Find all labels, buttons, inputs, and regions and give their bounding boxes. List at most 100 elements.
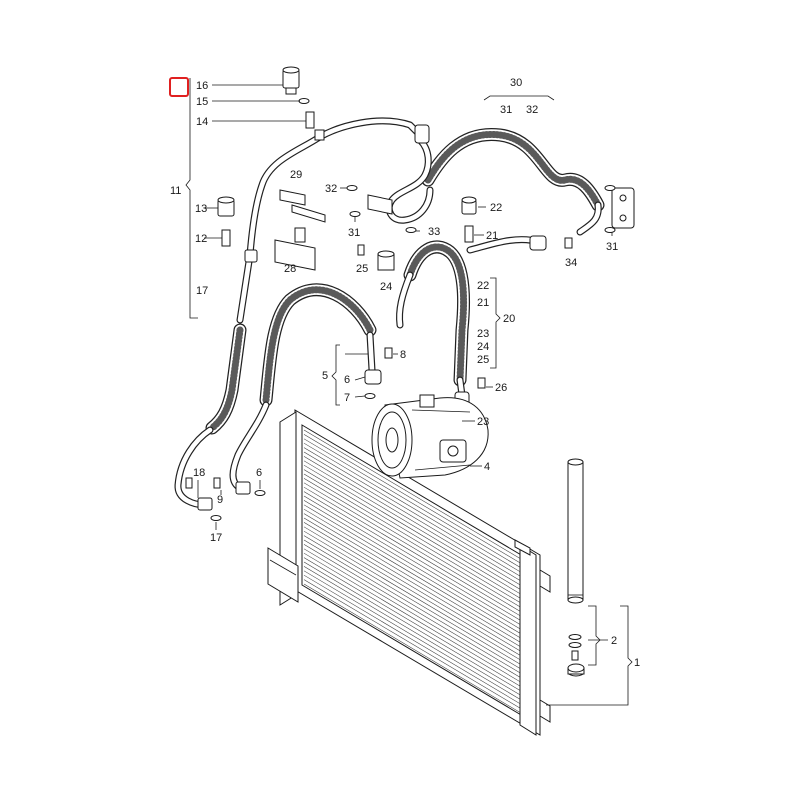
condenser-fin <box>303 469 532 605</box>
selected-part-highlight <box>169 77 189 97</box>
condenser-fin <box>303 473 532 610</box>
callout-28: 28 <box>284 263 296 275</box>
bolt-icon <box>564 237 573 249</box>
callout-21: 21 <box>477 297 489 309</box>
callout-32: 32 <box>325 183 337 195</box>
condenser-fin <box>303 456 532 592</box>
valve-icon <box>464 225 474 243</box>
receiver-dryer <box>567 458 585 677</box>
callout-15: 15 <box>196 96 208 108</box>
condenser-fin <box>303 583 532 720</box>
condenser-fin <box>303 539 532 676</box>
o-ring-icon <box>604 227 616 233</box>
callout-7: 7 <box>344 392 350 404</box>
condenser-fin <box>303 574 532 711</box>
callout-20: 20 <box>503 313 515 325</box>
callout-26: 26 <box>495 382 507 394</box>
valve-icon <box>305 111 325 141</box>
callout-29: 29 <box>290 169 302 181</box>
condenser-fin <box>303 544 532 680</box>
cap-icon <box>461 196 477 215</box>
callout-14: 14 <box>196 116 208 128</box>
callout-34: 34 <box>565 257 577 269</box>
callout-6: 6 <box>344 374 350 386</box>
callout-6: 6 <box>256 467 262 479</box>
callout-21: 21 <box>486 230 498 242</box>
bolt-icon <box>384 347 393 359</box>
condenser-fin <box>303 482 532 619</box>
o-ring-icon <box>210 515 222 521</box>
cap-icon <box>217 196 235 217</box>
condenser-fin <box>303 557 532 693</box>
callout-18: 18 <box>193 467 205 479</box>
condenser-fin <box>303 434 532 570</box>
callout-24: 24 <box>380 281 392 293</box>
ac-compressor <box>371 394 489 479</box>
callout-30: 30 <box>510 77 522 89</box>
condenser-fin <box>303 517 532 654</box>
condenser-fin <box>303 526 532 663</box>
callout-2: 2 <box>611 635 617 647</box>
condenser-fin <box>303 438 532 575</box>
condenser-fin <box>303 570 532 707</box>
condenser-fin <box>303 566 532 702</box>
condenser-fin <box>303 460 532 597</box>
o-ring-icon <box>364 393 376 399</box>
o-ring-icon <box>568 634 582 640</box>
callout-31: 31 <box>606 241 618 253</box>
condenser-fin <box>303 486 532 623</box>
callout-17: 17 <box>210 532 222 544</box>
callout-23: 23 <box>477 328 489 340</box>
callout-9: 9 <box>217 494 223 506</box>
connection-block-icon <box>611 187 635 229</box>
bolt-icon <box>477 377 486 389</box>
condenser-fin <box>303 442 532 579</box>
pressure-switch-icon <box>282 66 300 95</box>
callout-1: 1 <box>634 657 640 669</box>
condenser-fin <box>303 447 532 583</box>
condenser-fin <box>303 508 532 645</box>
condenser-fins <box>303 429 532 720</box>
bracket-icon <box>274 239 316 271</box>
callout-31: 31 <box>348 227 360 239</box>
condenser-fin <box>303 478 532 614</box>
condenser-fin <box>303 530 532 667</box>
refrigerant-lines <box>174 117 605 509</box>
callout-24: 24 <box>477 341 489 353</box>
o-ring-icon <box>346 185 358 191</box>
o-ring-icon <box>254 490 266 496</box>
callout-13: 13 <box>195 203 207 215</box>
callout-31: 31 <box>500 104 512 116</box>
o-ring-icon <box>568 642 582 648</box>
callout-labels: 16 15 14 11 13 12 17 30 31 32 29 32 31 3… <box>170 77 640 669</box>
callout-25: 25 <box>477 354 489 366</box>
o-ring-icon <box>298 98 310 104</box>
lower-leader-lines <box>197 480 261 530</box>
callout-23: 23 <box>477 416 489 428</box>
callout-8: 8 <box>400 349 406 361</box>
condenser-fin <box>303 500 532 636</box>
bolt-icon <box>185 477 193 489</box>
components <box>185 66 635 521</box>
leader-lines <box>185 78 633 706</box>
clip-icon <box>279 189 306 206</box>
callout-16: 16 <box>196 80 208 92</box>
callout-17: 17 <box>196 285 208 297</box>
bolt-icon <box>357 244 365 256</box>
callout-33: 33 <box>428 226 440 238</box>
callout-32: 32 <box>526 104 538 116</box>
condenser-fin <box>303 451 532 588</box>
condenser-fin <box>303 504 532 641</box>
condenser-fin <box>303 491 532 627</box>
condenser-fin <box>303 535 532 671</box>
callout-5: 5 <box>322 370 328 382</box>
condenser-fin <box>303 429 532 566</box>
condenser-fin <box>303 552 532 689</box>
o-ring-icon <box>405 227 417 233</box>
condenser-fin <box>303 495 532 632</box>
condenser-fin <box>303 513 532 649</box>
valve-icon <box>221 229 231 247</box>
bolt-icon <box>213 477 221 489</box>
